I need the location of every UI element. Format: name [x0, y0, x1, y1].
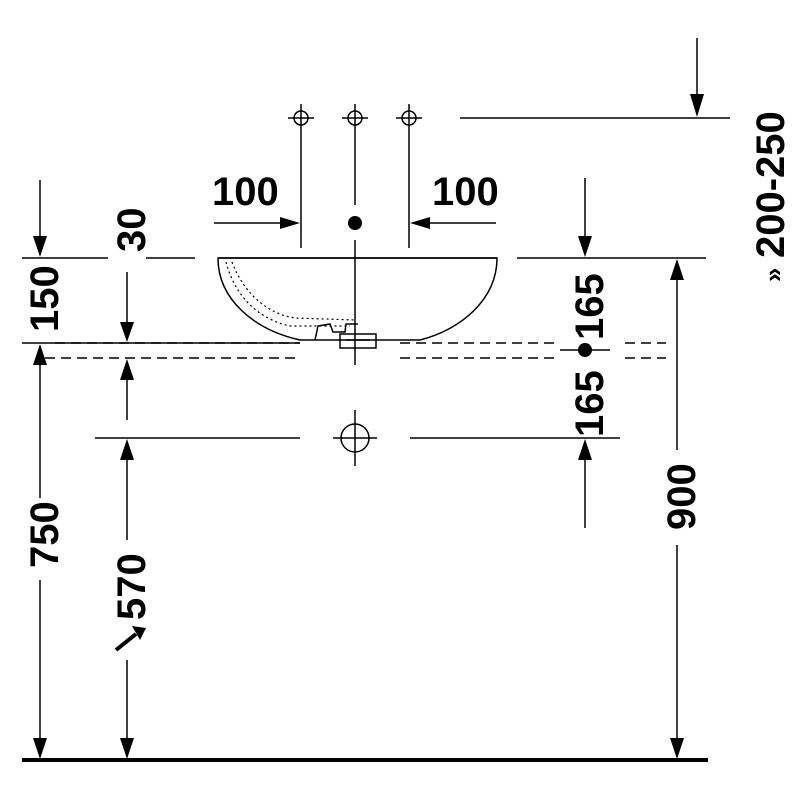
tap-symbol-center	[342, 104, 368, 132]
dim-570-arrow-bottom	[120, 738, 134, 759]
diagonal-pointer-arrow	[132, 626, 146, 640]
dim-tap-spacing-right: 100	[432, 170, 499, 214]
dim-waste-offset-upper: 165	[568, 273, 612, 340]
dim-900-arrow-top	[670, 259, 684, 280]
dim-waste-height: 570	[110, 553, 154, 620]
dim-basin-height: 150	[23, 265, 67, 332]
dim-150-arrow-top	[33, 236, 47, 257]
dim-counter-height: 750	[23, 501, 67, 568]
waste-outlet-symbol	[333, 410, 377, 466]
tap-symbol-left	[288, 104, 314, 132]
dim-tap-height-prefix: »	[758, 268, 788, 282]
tap-height-arrow	[690, 94, 704, 117]
tap-symbol-right	[396, 104, 422, 132]
dim-100-left-arrow	[280, 217, 300, 229]
dim-570-arrow-top	[120, 439, 134, 460]
dim-rim-thickness: 30	[110, 208, 154, 253]
dim-tap-height-range: 200-250	[749, 111, 793, 258]
dim-waste-offset-lower: 165	[568, 370, 612, 437]
dim-900-arrow-bottom	[670, 738, 684, 759]
dim-165-upper-arrow	[578, 236, 592, 257]
dim-100-right-arrow	[410, 217, 430, 229]
dim-750-arrow-bottom	[33, 738, 47, 759]
dim-750-arrow-top	[33, 344, 47, 365]
dim-tap-spacing-left: 100	[212, 170, 279, 214]
basin-outline	[217, 257, 498, 349]
tap-hole-dot	[348, 216, 362, 230]
dim-rim-height: 900	[660, 463, 704, 530]
dim-30-arrow	[120, 322, 134, 342]
dim-570-arrow-upper	[120, 359, 134, 380]
diagonal-pointer-line	[114, 632, 138, 652]
dim-165-lower-arrow	[578, 439, 592, 460]
